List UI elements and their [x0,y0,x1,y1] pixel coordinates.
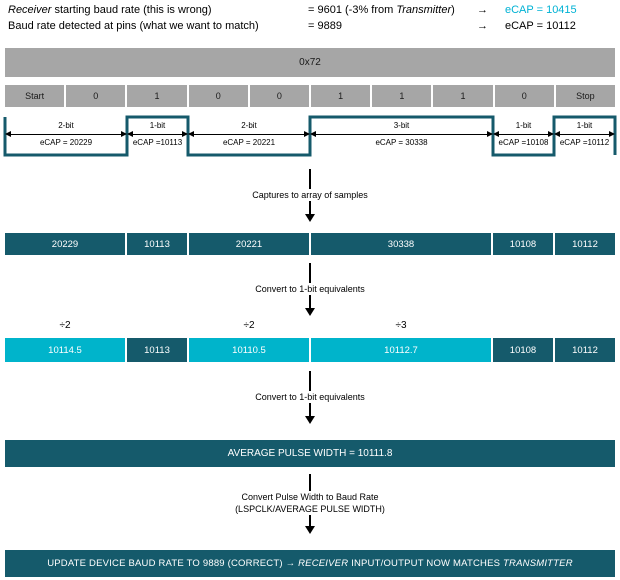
uart-waveform: 2-bit eCAP = 20229 1-bit eCAP =10113 2-b… [0,108,620,170]
sample-cell: 10112 [555,233,615,255]
header-line1-label-rest: starting baud rate (this is wrong) [51,4,212,16]
down-arrowhead-icon [305,526,315,534]
segment-ecap-label: eCAP = 20221 [222,138,276,147]
flow-step-capture: Captures to array of samples [0,169,620,222]
waveform-segment-measure: 3-bit eCAP = 30338 [310,121,493,151]
header-line1-value-pre: = 9601 (-3% from [308,4,397,16]
captured-samples-row: 20229 10113 20221 30338 10108 10112 [5,233,615,255]
segment-ecap-label: eCAP =10108 [498,138,549,147]
double-arrow-icon [493,131,554,138]
divisor-label: ÷3 [395,320,407,331]
divisor-label: ÷2 [243,320,255,331]
bit-cell: 0 [249,85,310,107]
converted-cell: 10108 [493,338,553,362]
segment-duration-label: 1-bit [515,121,532,130]
double-arrow-icon [310,131,493,138]
bit-cell: 1 [372,85,432,107]
segment-duration-label: 1-bit [149,121,166,130]
header-line1-value-post: ) [451,4,455,16]
sample-cell: 30338 [311,233,491,255]
flow-step-label: Convert to 1-bit equivalents [255,284,365,294]
bit-cell-stop: Stop [555,85,616,107]
down-arrow-icon [309,371,311,391]
sample-cell: 20221 [189,233,309,255]
receiver-word: Receiver [8,4,52,16]
header-line2-label: Baud rate detected at pins (what we want… [8,20,259,32]
bit-cell: 0 [66,85,126,107]
flow-step-label: Convert to 1-bit equivalents [255,392,365,402]
final-bar-mid: INPUT/OUTPUT NOW MATCHES [348,558,504,569]
waveform-segment-measure: 2-bit eCAP = 20221 [188,121,310,151]
update-baud-rate-bar: UPDATE DEVICE BAUD RATE TO 9889 (CORRECT… [5,550,615,577]
receiver-word: RECEIVER [298,558,349,569]
sample-cell: 10113 [127,233,187,255]
double-arrow-icon [554,131,615,138]
bit-cell: 1 [311,85,371,107]
down-arrow-icon [309,515,311,526]
flow-step-label: (LSPCLK/AVERAGE PULSE WIDTH) [235,504,385,514]
segment-ecap-label: eCAP =10112 [559,138,610,147]
header-line-detected: Baud rate detected at pins (what we want… [0,20,620,36]
bit-cell: 1 [127,85,187,107]
bit-cell-start: Start [5,85,65,107]
header-line1-value: = 9601 (-3% from Transmitter) [308,4,455,16]
down-arrowhead-icon [305,416,315,424]
ecap-target-value: eCAP = 10112 [505,20,576,32]
bit-cell: 0 [188,85,248,107]
converted-cell: 10112 [555,338,615,362]
double-arrow-icon [188,131,310,138]
flow-step-label: Convert Pulse Width to Baud Rate [241,492,379,502]
down-arrowhead-icon [305,308,315,316]
final-bar-text: UPDATE DEVICE BAUD RATE TO 9889 (CORRECT… [47,558,573,569]
final-bar-pre: UPDATE DEVICE BAUD RATE TO 9889 (CORRECT… [47,558,299,569]
down-arrow-icon [309,201,311,214]
waveform-segment-measure: 1-bit eCAP =10108 [493,121,554,151]
flow-step-convert-2: Convert to 1-bit equivalents [0,371,620,424]
double-arrow-icon [5,131,127,138]
down-arrowhead-icon [305,214,315,222]
converted-cell: 10113 [127,338,187,362]
converted-samples-row: 10114.5 10113 10110.5 10112.7 10108 1011… [5,338,615,362]
byte-value-label: 0x72 [299,57,321,68]
down-arrow-icon [309,403,311,416]
sample-cell: 20229 [5,233,125,255]
down-arrow-icon [309,295,311,308]
segment-ecap-label: eCAP =10113 [132,138,183,147]
converted-cell: 10114.5 [5,338,125,362]
flow-step-baud-conversion: Convert Pulse Width to Baud Rate (LSPCLK… [0,474,620,534]
average-pulse-width-bar: AVERAGE PULSE WIDTH = 10111.8 [5,440,615,467]
segment-duration-label: 2-bit [241,121,257,130]
segment-duration-label: 1-bit [576,121,593,130]
transmitter-word: TRANSMITTER [503,558,573,569]
down-arrow-icon [309,263,311,283]
flow-step-convert-1: Convert to 1-bit equivalents [0,263,620,316]
divisor-label: ÷2 [59,320,71,331]
double-arrow-icon [127,131,188,138]
right-arrow-icon: → [477,4,488,16]
transmitter-word: Transmitter [396,4,452,16]
flow-step-label: Captures to array of samples [252,190,368,200]
segment-duration-label: 2-bit [58,121,74,130]
average-pulse-width-label: AVERAGE PULSE WIDTH = 10111.8 [227,448,393,459]
bit-cell: 1 [433,85,493,107]
bit-cell: 0 [494,85,554,107]
sample-cell: 10108 [493,233,553,255]
ecap-wrong-value: eCAP = 10415 [505,4,577,16]
converted-cell: 10112.7 [311,338,491,362]
byte-value-bar: 0x72 [5,48,615,77]
header-line-receiver: Receiver starting baud rate (this is wro… [0,4,620,20]
segment-duration-label: 3-bit [393,121,410,130]
waveform-segment-measure: 1-bit eCAP =10113 [127,121,188,151]
header-line1-label: Receiver starting baud rate (this is wro… [8,4,212,16]
right-arrow-icon: → [477,20,488,32]
down-arrow-icon [309,169,311,189]
waveform-segment-measure: 2-bit eCAP = 20229 [5,121,127,151]
segment-ecap-label: eCAP = 30338 [375,138,428,147]
waveform-segment-measure: 1-bit eCAP =10112 [554,121,615,151]
header-line2-value: = 9889 [308,20,342,32]
bit-frame-row: Start 0 1 0 0 1 1 1 0 Stop [5,85,616,107]
converted-cell: 10110.5 [189,338,309,362]
segment-ecap-label: eCAP = 20229 [39,138,93,147]
down-arrow-icon [309,474,311,491]
